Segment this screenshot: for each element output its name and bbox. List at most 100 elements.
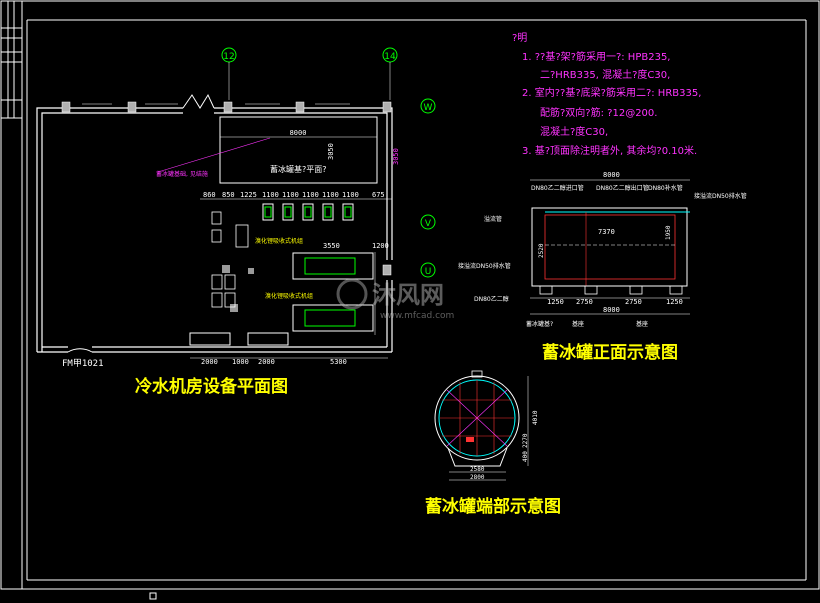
tank-end-dim-2: 2800 bbox=[470, 474, 485, 481]
tank-end-dim-4: 2270 bbox=[522, 433, 529, 448]
plan-dim-row-value: 675 bbox=[372, 191, 385, 199]
left-strip-ticks bbox=[1, 1, 22, 119]
svg-text:12: 12 bbox=[223, 52, 234, 62]
pump-bases bbox=[262, 203, 354, 221]
front-label: 接溢流DN50排水管 bbox=[458, 262, 511, 270]
svg-text:W: W bbox=[424, 103, 433, 113]
svg-text:U: U bbox=[425, 267, 432, 277]
roof-ridge bbox=[182, 93, 215, 109]
pump-base bbox=[302, 203, 314, 221]
chiller-1 bbox=[292, 252, 374, 280]
grid-marker-v: V bbox=[420, 214, 436, 230]
pump-base bbox=[282, 203, 294, 221]
tank-end-shell bbox=[434, 375, 520, 461]
plan-dim-right: 3050 bbox=[392, 148, 400, 165]
small-boxes bbox=[211, 211, 249, 308]
grid-marker-14: 14 bbox=[382, 47, 398, 63]
notes-heading: ?明 bbox=[512, 32, 527, 44]
plan-dim-row-value: 1100 bbox=[262, 191, 279, 199]
notes-line-5: 混凝土?度C30, bbox=[540, 125, 608, 138]
chiller-2-inner bbox=[304, 309, 356, 327]
tank-foundation-plan bbox=[219, 116, 378, 184]
grid-marker-u: U bbox=[420, 262, 436, 278]
tank-end-dim-1: 2580 bbox=[470, 466, 485, 473]
notes-line-3: 2. 室内??基?底梁?筋采用二?: HRB335, bbox=[522, 86, 701, 99]
plan-dim-bottom-2: 1000 bbox=[232, 358, 249, 366]
plan-dim-row-value: 1225 bbox=[240, 191, 257, 199]
watermark-url: www.mfcad.com bbox=[380, 311, 454, 321]
pump-base bbox=[262, 203, 274, 221]
tank-end-base bbox=[447, 447, 508, 467]
tank-plan-dim-len: 8000 bbox=[290, 129, 307, 137]
door-label: FM甲1021 bbox=[62, 358, 104, 369]
plan-dim-row-value: 1100 bbox=[322, 191, 339, 199]
grid-marker-12: 12 bbox=[221, 47, 237, 63]
watermark: 沐风网 www.mfcad.com bbox=[336, 278, 454, 321]
window-glazing bbox=[82, 103, 350, 109]
equip-label-1: 溴化锂吸收式机组 bbox=[255, 237, 303, 245]
front-height-1: 2520 bbox=[538, 243, 545, 258]
grid-marker-w: W bbox=[420, 98, 436, 114]
tank-plan-dim-wid: 3050 bbox=[327, 143, 335, 160]
pump-motor bbox=[304, 206, 312, 218]
notes-line-1: 1. ??基?架?筋采用一?: HPB235, bbox=[522, 50, 670, 63]
front-label: DN80乙二醇 bbox=[474, 295, 509, 303]
plan-dim-row-value: 1100 bbox=[342, 191, 359, 199]
plan-dim-bottom-3: 2000 bbox=[258, 358, 275, 366]
pump-motor bbox=[324, 206, 332, 218]
tank-leader bbox=[157, 137, 271, 173]
tank-front-inner bbox=[544, 214, 676, 280]
notes-line-2: 二?HRB335, 混凝土?度C30, bbox=[540, 68, 670, 81]
plan-walls bbox=[36, 107, 393, 353]
svg-text:14: 14 bbox=[384, 52, 396, 62]
top-windows bbox=[61, 101, 392, 276]
chiller-2 bbox=[292, 304, 374, 332]
small-equipment bbox=[222, 265, 254, 312]
plan-dim-bottom-1: 2000 bbox=[201, 358, 218, 366]
pump-motor bbox=[344, 206, 352, 218]
pump-motor bbox=[264, 206, 272, 218]
front-label: DN80乙二醇出口管 bbox=[596, 184, 649, 192]
front-supports bbox=[539, 285, 683, 295]
door-swing bbox=[67, 348, 93, 353]
front-dim-inner: 7370 bbox=[598, 228, 615, 236]
tank-front-body bbox=[531, 207, 688, 287]
front-label: 蓄冰罐基? bbox=[526, 320, 553, 328]
plan-dim-mid: 3550 bbox=[323, 242, 340, 250]
watermark-brand: 沐风网 bbox=[372, 280, 444, 309]
front-dim-bottom-4: 1250 bbox=[666, 298, 683, 306]
front-height-2: 1950 bbox=[665, 225, 672, 240]
status-square bbox=[149, 592, 157, 600]
front-dim-bottom-1: 1250 bbox=[547, 298, 564, 306]
tank-leader-text: 蓄冰罐基础, 见结施 bbox=[156, 170, 208, 178]
chiller-1-inner bbox=[304, 257, 356, 275]
tank-plan-label: 蓄冰罐基?平面? bbox=[270, 164, 327, 174]
sheet-border bbox=[0, 0, 820, 590]
front-dim-total: 8000 bbox=[603, 171, 620, 179]
tank-end-mark bbox=[466, 437, 474, 442]
front-dim-bottom-2: 2750 bbox=[576, 298, 593, 306]
tank-end-dim-3: 4010 bbox=[532, 410, 539, 425]
front-label: DN80补水管 bbox=[648, 184, 683, 192]
tank-end-nozzle bbox=[471, 370, 483, 378]
svg-text:V: V bbox=[425, 219, 432, 229]
plan-title: 冷水机房设备平面图 bbox=[135, 376, 288, 397]
plan-dim-row-value: 1100 bbox=[302, 191, 319, 199]
front-label: 基座 bbox=[636, 320, 648, 328]
front-dim-bottom-3: 2750 bbox=[625, 298, 642, 306]
equip-label-2: 溴化锂吸收式机组 bbox=[265, 292, 313, 300]
front-label: 溢流管 bbox=[484, 215, 502, 223]
plan-dim-mid2: 1200 bbox=[372, 242, 389, 250]
tank-end-diagonals bbox=[446, 389, 508, 447]
pump-motor bbox=[284, 206, 292, 218]
watermark-logo-icon bbox=[336, 278, 368, 310]
notes-line-6: 3. 基?顶面除注明者外, 其余均?0.10米. bbox=[522, 144, 697, 157]
front-label: 接溢流DN50排水管 bbox=[694, 192, 747, 200]
plan-dim-total: 5300 bbox=[330, 358, 347, 366]
pump-base bbox=[322, 203, 334, 221]
notes-line-4: 配筋?双向?筋: ?12@200. bbox=[540, 106, 657, 119]
tank-end-dim-5: 400 bbox=[522, 451, 529, 462]
